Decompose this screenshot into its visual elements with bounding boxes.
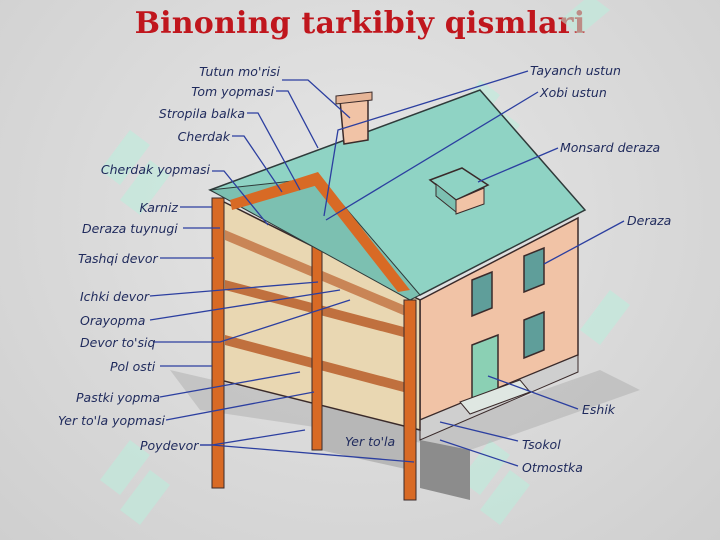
label-cherdak: Cherdak	[177, 129, 230, 144]
label-karniz: Karniz	[139, 200, 178, 215]
label-deraza: Deraza	[627, 213, 672, 228]
label-cherdak-yopmasi: Cherdak yopmasi	[100, 162, 210, 177]
dormer-window	[428, 167, 490, 215]
page-title: Binoning tarkibiy qismlari	[134, 6, 586, 41]
label-stropila-balka: Stropila balka	[158, 106, 245, 121]
label-yer-tola: Yer to'la	[345, 434, 396, 449]
label-deraza-tuynugi: Deraza tuynugi	[82, 221, 178, 236]
leader-lines	[149, 70, 625, 467]
cutaway-interior	[211, 197, 421, 501]
label-monsard-deraza: Monsard deraza	[560, 140, 661, 155]
chimney	[335, 91, 373, 145]
label-poydevor: Poydevor	[140, 438, 199, 453]
label-yer-tola-yopmasi: Yer to'la yopmasi	[58, 413, 165, 428]
label-tashqi-devor: Tashqi devor	[78, 251, 158, 266]
label-tutun-morisi: Tutun mo'risi	[199, 64, 280, 79]
label-tom-yopmasi: Tom yopmasi	[191, 84, 274, 99]
label-xobi-ustun: Xobi ustun	[540, 85, 607, 100]
label-otmostka: Otmostka	[522, 460, 583, 475]
label-eshik: Eshik	[582, 402, 616, 417]
label-tsokol: Tsokol	[522, 437, 561, 452]
label-tayanch-ustun: Tayanch ustun	[530, 63, 621, 78]
facade-windows	[459, 246, 545, 415]
label-devor-tosiq: Devor to'siq	[80, 335, 156, 350]
label-ichki-devor: Ichki devor	[80, 289, 149, 304]
label-orayopma: Orayopma	[80, 313, 146, 328]
label-pastki-yopma: Pastki yopma	[76, 390, 161, 405]
label-pol-osti: Pol osti	[110, 359, 156, 374]
